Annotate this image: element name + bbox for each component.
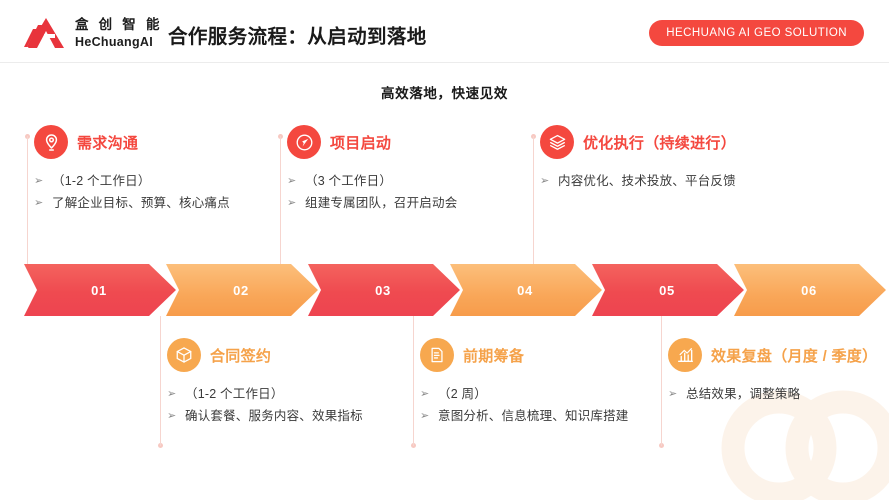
bullet-item: ➢ （3 个工作日） — [287, 172, 457, 191]
bullet-arrow-icon: ➢ — [34, 175, 44, 187]
bullet-item: ➢ 组建专属团队，召开启动会 — [287, 194, 457, 213]
bullet-arrow-icon: ➢ — [287, 175, 297, 187]
bullet-arrow-icon: ➢ — [540, 175, 550, 187]
process-arrow-band: 01 02 03 04 05 06 — [0, 264, 889, 316]
process-arrow-06[interactable]: 06 — [734, 264, 886, 316]
paper-plane-icon — [287, 125, 321, 159]
page-title: 合作服务流程：从启动到落地 — [168, 26, 427, 48]
bullet-item: ➢ 总结效果，调整策略 — [668, 385, 877, 404]
document-edit-icon — [420, 338, 454, 372]
process-arrow-05[interactable]: 05 — [592, 264, 744, 316]
step-title-06: 效果复盘（月度 / 季度） — [711, 347, 878, 365]
arrow-step-number: 04 — [517, 282, 533, 298]
arrow-step-number: 01 — [91, 282, 107, 298]
logo-english-text: HeChuangAI — [75, 34, 153, 49]
bullet-item: ➢ 意图分析、信息梳理、知识库搭建 — [420, 407, 629, 426]
step-card-header-03: 项目启动 — [287, 125, 457, 159]
arrow-step-number: 06 — [801, 282, 817, 298]
bullet-text: 组建专属团队，召开启动会 — [305, 196, 458, 211]
logo-chinese-text: 盒 创 智 能 — [75, 17, 163, 32]
bullet-text: （1-2 个工作日） — [185, 387, 284, 401]
bullet-item: ➢ （1-2 个工作日） — [34, 172, 230, 191]
connector-line-03 — [280, 136, 281, 264]
step-bullets-03: ➢ （3 个工作日） ➢ 组建专属团队，召开启动会 — [287, 172, 457, 214]
step-card-header-05: 优化执行（持续进行） — [540, 125, 736, 159]
bullet-text: 了解企业目标、预算、核心痛点 — [52, 196, 230, 211]
bullet-text: 内容优化、技术投放、平台反馈 — [558, 174, 736, 188]
step-card-header-01: 需求沟通 — [34, 125, 230, 159]
bullet-arrow-icon: ➢ — [420, 388, 430, 400]
arrow-step-number: 03 — [375, 282, 391, 298]
connector-line-02 — [160, 316, 161, 446]
step-title-01: 需求沟通 — [77, 134, 139, 152]
location-pin-icon — [34, 125, 68, 159]
step-card-01[interactable]: 需求沟通 ➢ （1-2 个工作日） ➢ 了解企业目标、预算、核心痛点 — [34, 125, 230, 217]
step-bullets-04: ➢ （2 周） ➢ 意图分析、信息梳理、知识库搭建 — [420, 385, 629, 427]
brand-logo: 盒 创 智 能 HeChuangAI — [24, 16, 163, 50]
bullet-text: 意图分析、信息梳理、知识库搭建 — [438, 409, 629, 424]
bullet-text: （3 个工作日） — [305, 174, 393, 188]
process-arrow-01[interactable]: 01 — [24, 264, 176, 316]
step-card-header-04: 前期筹备 — [420, 338, 629, 372]
process-arrow-04[interactable]: 04 — [450, 264, 602, 316]
subtitle: 高效落地，快速见效 — [381, 86, 508, 101]
bullet-arrow-icon: ➢ — [668, 388, 678, 400]
bullet-text: （1-2 个工作日） — [52, 174, 151, 188]
step-bullets-02: ➢ （1-2 个工作日） ➢ 确认套餐、服务内容、效果指标 — [167, 385, 363, 427]
bullet-item: ➢ 了解企业目标、预算、核心痛点 — [34, 194, 230, 213]
step-card-03[interactable]: 项目启动 ➢ （3 个工作日） ➢ 组建专属团队，召开启动会 — [287, 125, 457, 217]
connector-line-05 — [533, 136, 534, 264]
step-bullets-01: ➢ （1-2 个工作日） ➢ 了解企业目标、预算、核心痛点 — [34, 172, 230, 214]
step-bullets-06: ➢ 总结效果，调整策略 — [668, 385, 877, 404]
bullet-arrow-icon: ➢ — [420, 410, 430, 423]
bullet-arrow-icon: ➢ — [167, 410, 177, 423]
bullet-item: ➢ （1-2 个工作日） — [167, 385, 363, 404]
bullet-arrow-icon: ➢ — [34, 197, 44, 210]
step-card-header-02: 合同签约 — [167, 338, 363, 372]
bullet-text: （2 周） — [438, 387, 487, 401]
cube-box-icon — [167, 338, 201, 372]
connector-line-06 — [661, 316, 662, 446]
bullet-arrow-icon: ➢ — [167, 388, 177, 400]
bullet-arrow-icon: ➢ — [287, 197, 297, 210]
step-title-02: 合同签约 — [210, 347, 272, 365]
step-card-header-06: 效果复盘（月度 / 季度） — [668, 338, 877, 372]
step-card-06[interactable]: 效果复盘（月度 / 季度） ➢ 总结效果，调整策略 — [668, 338, 877, 407]
step-card-02[interactable]: 合同签约 ➢ （1-2 个工作日） ➢ 确认套餐、服务内容、效果指标 — [167, 338, 363, 430]
step-card-05[interactable]: 优化执行（持续进行） ➢ 内容优化、技术投放、平台反馈 — [540, 125, 736, 194]
arrow-step-number: 02 — [233, 282, 249, 298]
bullet-item: ➢ 内容优化、技术投放、平台反馈 — [540, 172, 736, 191]
bullet-text: 确认套餐、服务内容、效果指标 — [185, 409, 363, 424]
process-arrow-03[interactable]: 03 — [308, 264, 460, 316]
hechuang-mountain-logo-icon — [24, 18, 64, 48]
step-title-05: 优化执行（持续进行） — [583, 134, 737, 152]
arrow-step-number: 05 — [659, 282, 675, 298]
step-bullets-05: ➢ 内容优化、技术投放、平台反馈 — [540, 172, 736, 191]
solution-badge[interactable]: HECHUANG AI GEO SOLUTION — [649, 20, 864, 46]
header-divider — [0, 62, 889, 63]
step-title-03: 项目启动 — [330, 134, 392, 152]
step-title-04: 前期筹备 — [463, 347, 525, 365]
layers-stack-icon — [540, 125, 574, 159]
connector-line-01 — [27, 136, 28, 264]
bullet-text: 总结效果，调整策略 — [686, 387, 801, 401]
process-arrow-02[interactable]: 02 — [166, 264, 318, 316]
bullet-item: ➢ 确认套餐、服务内容、效果指标 — [167, 407, 363, 426]
connector-line-04 — [413, 316, 414, 446]
step-card-04[interactable]: 前期筹备 ➢ （2 周） ➢ 意图分析、信息梳理、知识库搭建 — [420, 338, 629, 430]
bullet-item: ➢ （2 周） — [420, 385, 629, 404]
bar-chart-icon — [668, 338, 702, 372]
